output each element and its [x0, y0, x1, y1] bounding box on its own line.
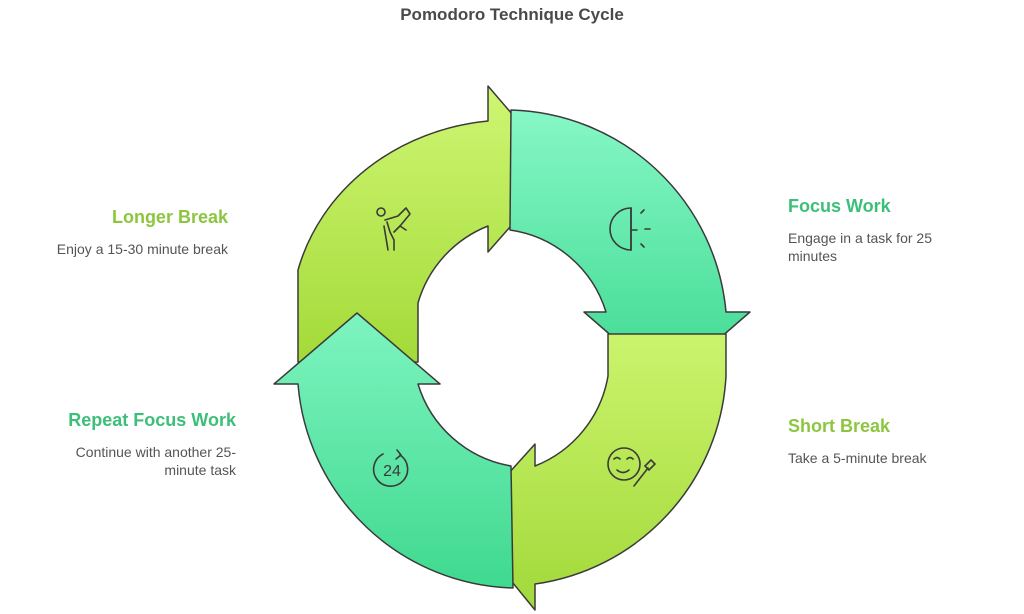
repeat-24-icon	[372, 449, 409, 487]
step-heading: Focus Work	[788, 196, 891, 216]
relax-face-icon	[607, 447, 657, 487]
diagram-title: Pomodoro Technique Cycle	[400, 5, 624, 24]
step-short-break: Short Break Take a 5-minute break	[788, 416, 988, 467]
step-description: Take a 5-minute break	[788, 450, 927, 466]
arrow-short-break	[463, 333, 727, 611]
step-heading: Short Break	[788, 416, 891, 436]
arrow-longer-break	[297, 85, 561, 363]
step-longer-break: Longer Break Enjoy a 15-30 minute break	[28, 207, 228, 258]
step-focus-work: Focus Work Engage in a task for 25 minut…	[788, 196, 988, 265]
step-description: Continue with another 25-minute task	[75, 444, 236, 478]
arrow-focus-work	[509, 109, 751, 385]
step-heading: Longer Break	[111, 207, 228, 227]
arrow-repeat-focus-work	[273, 312, 514, 589]
repeat-24-icon-text: 24	[383, 463, 401, 480]
timer-icon	[609, 207, 651, 251]
step-description: Enjoy a 15-30 minute break	[56, 241, 228, 257]
step-heading: Repeat Focus Work	[68, 410, 236, 430]
stretching-person-icon	[376, 207, 411, 251]
step-description: Engage in a task for 25 minutes	[788, 230, 932, 264]
step-repeat-focus-work: Repeat Focus Work Continue with another …	[36, 410, 236, 479]
